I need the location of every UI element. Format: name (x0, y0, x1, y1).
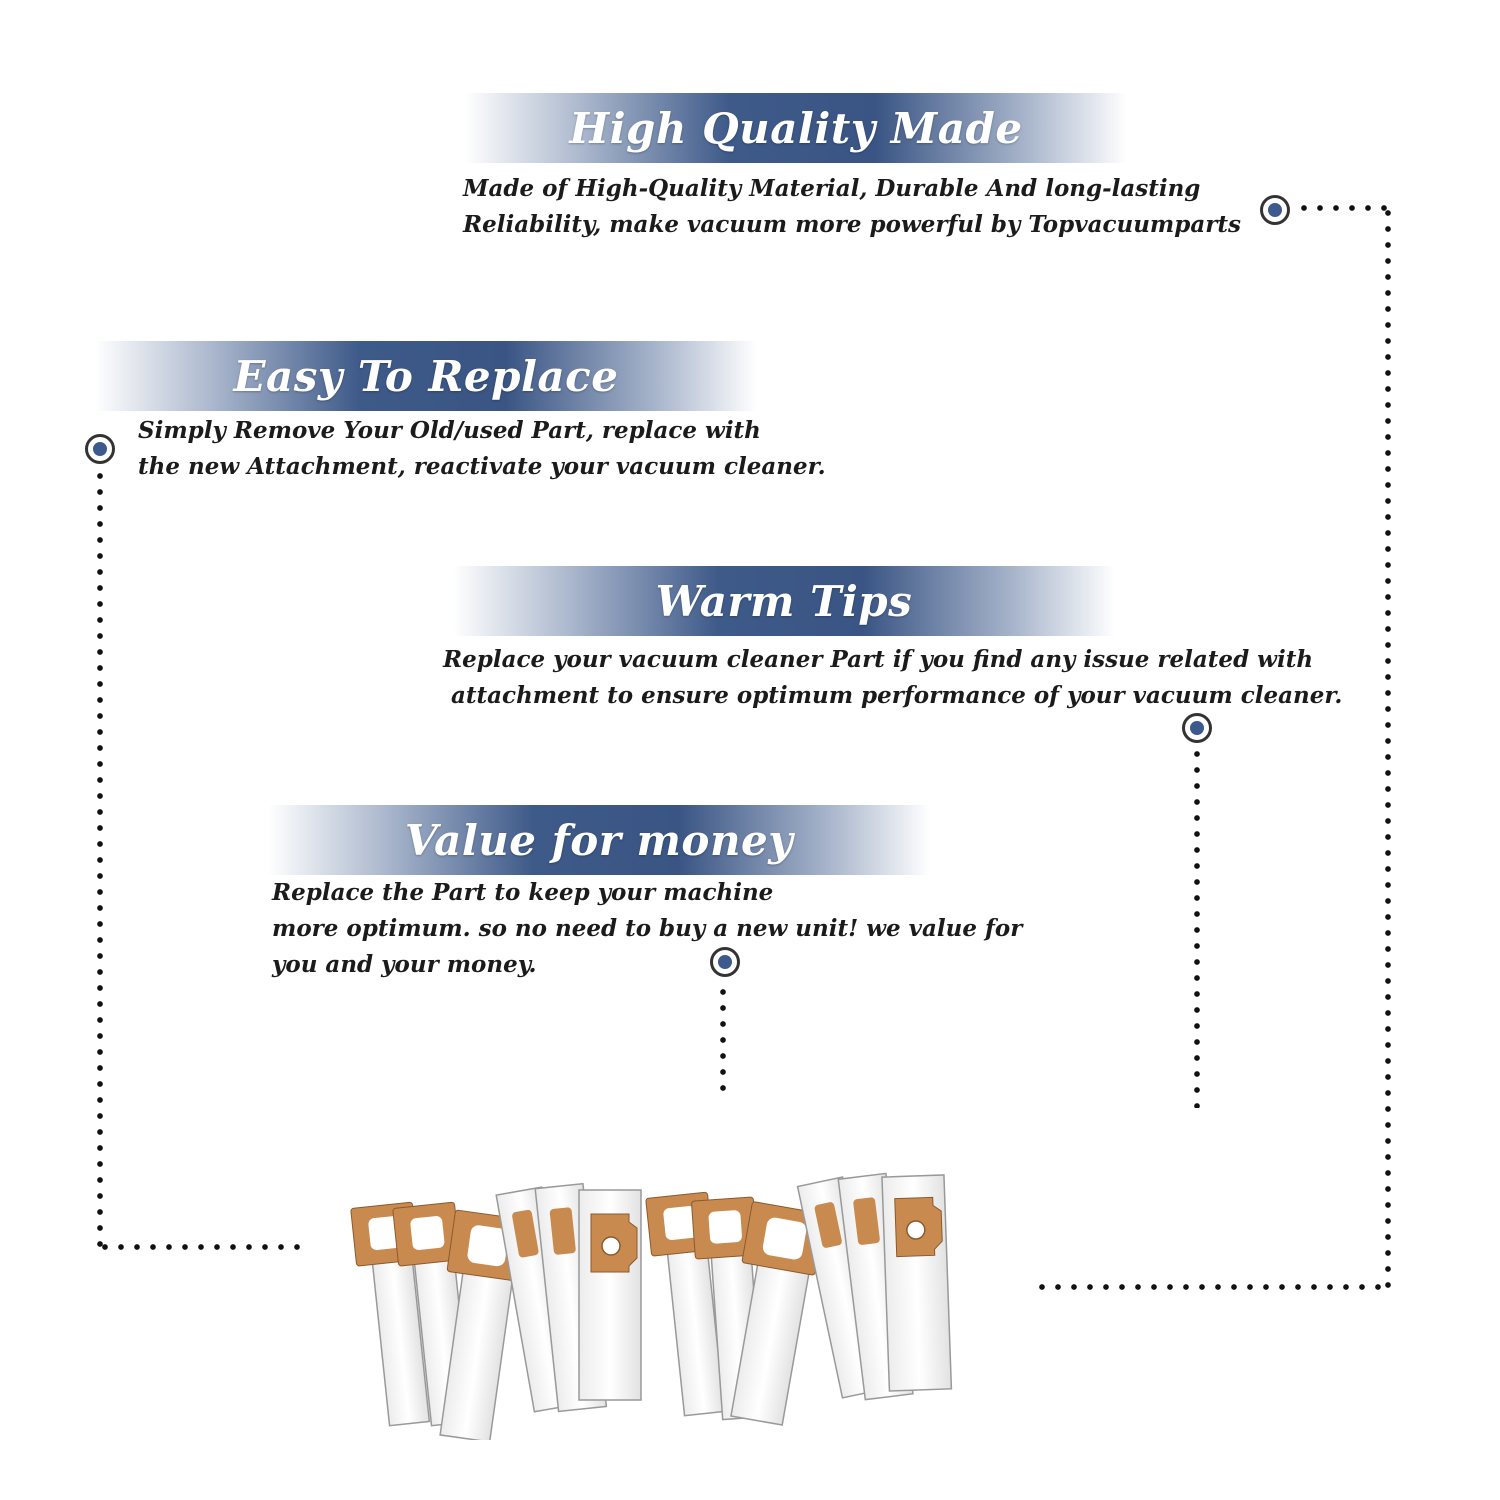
description-line: attachment to ensure optimum performance… (443, 682, 1343, 709)
dotted-connector (97, 468, 103, 1252)
description-line: Reliability, make vacuum more powerful b… (463, 211, 1241, 238)
bag-group-tab-2 (796, 1172, 953, 1401)
description-line: you and your money. (272, 951, 537, 978)
connector-marker-icon (85, 434, 115, 464)
dotted-connector (1034, 1284, 1390, 1290)
dotted-connector (1385, 205, 1391, 1293)
section-description-high-quality: Made of High-Quality Material, Durable A… (463, 171, 1241, 243)
banner-warm-tips: Warm Tips (453, 566, 1115, 636)
bag-group-tab-1 (495, 1182, 642, 1413)
section-description-warm-tips: Replace your vacuum cleaner Part if you … (443, 642, 1342, 714)
connector-marker-icon (1260, 195, 1290, 225)
dotted-connector (1194, 746, 1200, 1108)
banner-value-for-money: Value for money (268, 805, 930, 875)
bag-group-square-1 (350, 1201, 528, 1440)
description-line: Replace the Part to keep your machine (272, 879, 774, 906)
dotted-connector (97, 1244, 301, 1250)
section-title: Warm Tips (655, 576, 913, 626)
section-description-easy-to-replace: Simply Remove Your Old/used Part, replac… (138, 413, 826, 485)
banner-easy-to-replace: Easy To Replace (95, 341, 757, 411)
description-line: more optimum. so no need to buy a new un… (272, 915, 1023, 942)
description-line: Made of High-Quality Material, Durable A… (463, 175, 1201, 202)
section-title: Easy To Replace (233, 351, 619, 401)
dotted-connector (720, 984, 726, 1094)
description-line: the new Attachment, reactivate your vacu… (138, 453, 826, 480)
bag-group-square-2 (645, 1191, 826, 1426)
description-line: Replace your vacuum cleaner Part if you … (443, 646, 1314, 673)
vacuum-bags-product-image (350, 1172, 953, 1440)
dotted-connector (1296, 205, 1392, 211)
connector-marker-icon (710, 947, 740, 977)
connector-marker-icon (1182, 713, 1212, 743)
section-title: Value for money (404, 815, 794, 865)
banner-high-quality-made: High Quality Made (465, 93, 1127, 163)
description-line: Simply Remove Your Old/used Part, replac… (138, 417, 761, 444)
section-title: High Quality Made (569, 103, 1023, 153)
section-description-value-for-money: Replace the Part to keep your machine mo… (272, 875, 1022, 983)
